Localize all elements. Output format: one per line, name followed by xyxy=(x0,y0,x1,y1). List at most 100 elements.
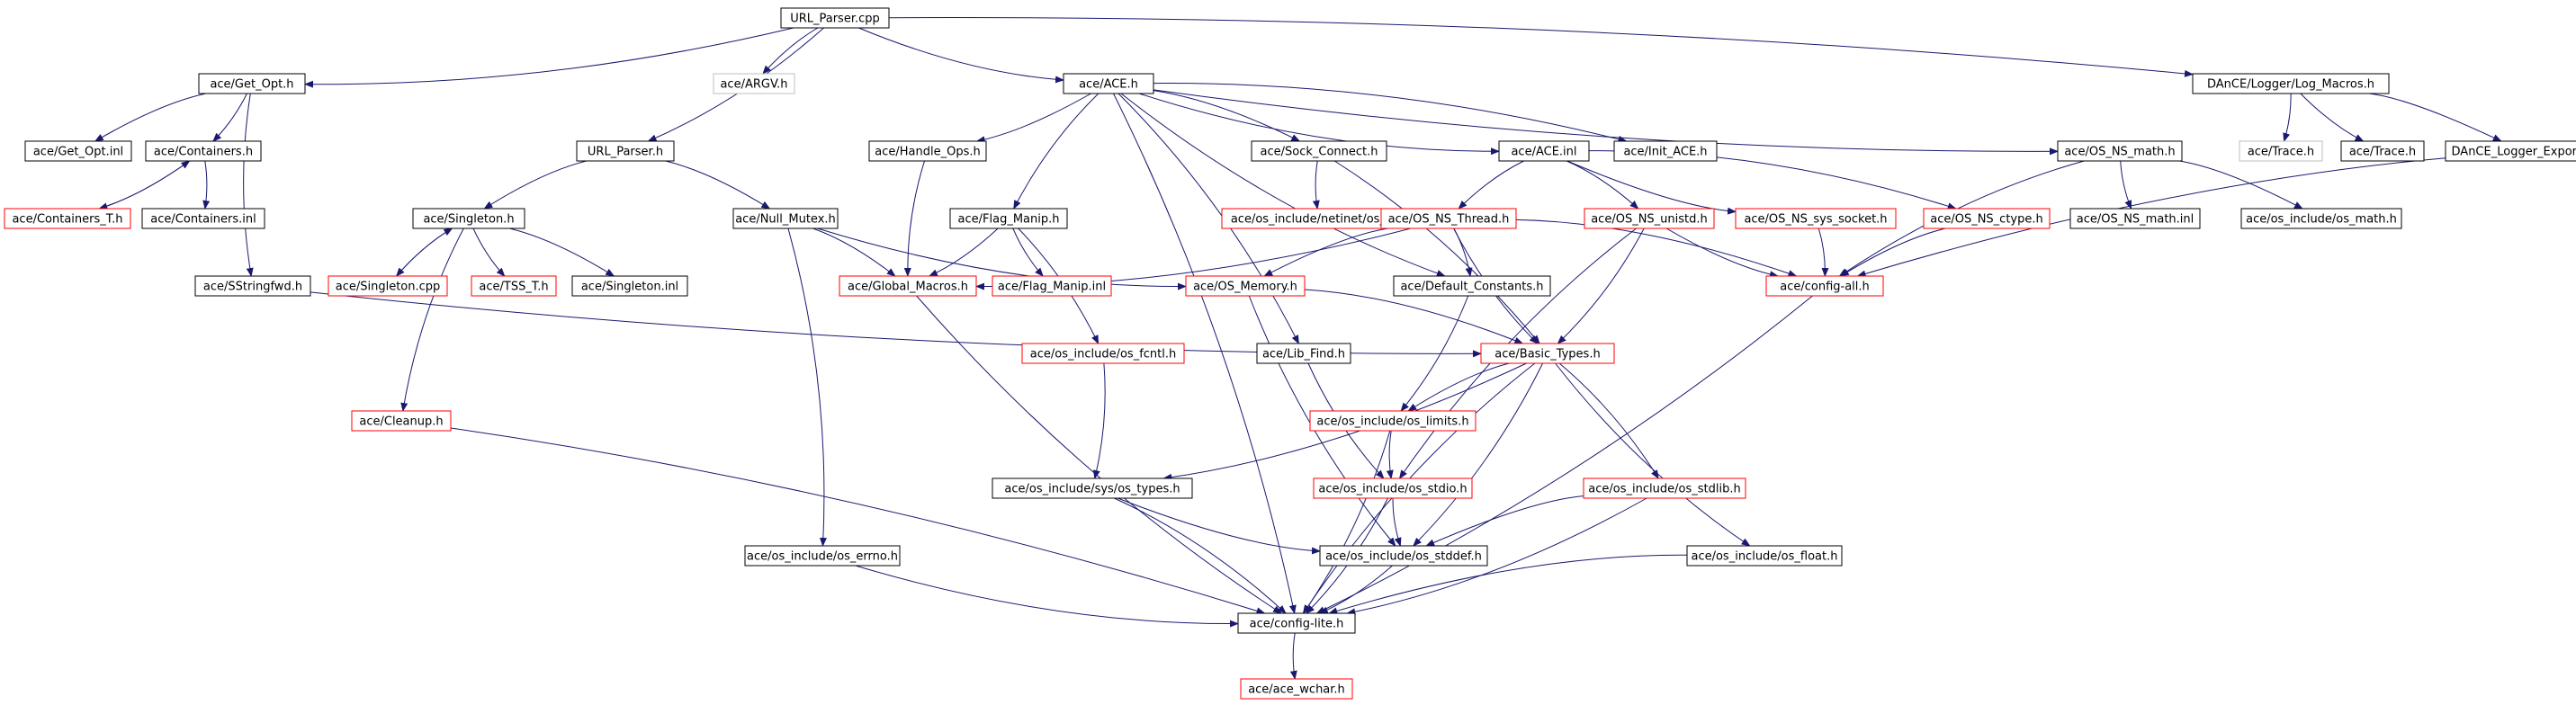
node-box-os_limits_h[interactable] xyxy=(1309,410,1476,432)
node-trace_h_ext[interactable]: ace/Trace.h xyxy=(2239,140,2323,162)
node-os_memory_h[interactable]: ace/OS_Memory.h xyxy=(1185,275,1306,297)
node-box-url_parser_cpp[interactable] xyxy=(780,7,890,29)
node-box-os_ns_sys_socket_h[interactable] xyxy=(1735,208,1897,229)
node-ace_inl[interactable]: ace/ACE.inl xyxy=(1498,140,1590,162)
node-box-singleton_inl[interactable] xyxy=(571,275,688,297)
node-box-os_float_h[interactable] xyxy=(1686,545,1843,567)
node-box-log_macros_h[interactable] xyxy=(2192,73,2390,94)
node-box-get_opt_inl[interactable] xyxy=(24,140,132,162)
node-cleanup_h[interactable]: ace/Cleanup.h xyxy=(351,410,452,432)
node-os_errno_h[interactable]: ace/os_include/os_errno.h xyxy=(744,545,901,567)
node-box-os_stdlib_h[interactable] xyxy=(1583,477,1746,499)
node-flag_manip_inl[interactable]: ace/Flag_Manip.inl xyxy=(992,275,1112,297)
node-os_float_h[interactable]: ace/os_include/os_float.h xyxy=(1686,545,1843,567)
node-box-null_mutex_h[interactable] xyxy=(732,208,839,229)
node-os_ns_math_inl[interactable]: ace/OS_NS_math.inl xyxy=(2069,208,2201,229)
node-box-handle_ops_h[interactable] xyxy=(868,140,987,162)
node-singleton_h[interactable]: ace/Singleton.h xyxy=(412,208,525,229)
node-box-lib_find_h[interactable] xyxy=(1256,343,1351,364)
node-box-os_ns_math_inl[interactable] xyxy=(2069,208,2201,229)
node-box-url_parser_h[interactable] xyxy=(576,140,675,162)
node-url_parser_cpp[interactable]: URL_Parser.cpp xyxy=(780,7,890,29)
node-box-trace_h[interactable] xyxy=(2340,140,2425,162)
node-sock_connect_h[interactable]: ace/Sock_Connect.h xyxy=(1251,140,1387,162)
node-os_ns_sys_socket_h[interactable]: ace/OS_NS_sys_socket.h xyxy=(1735,208,1897,229)
node-box-singleton_h[interactable] xyxy=(412,208,525,229)
node-box-tss_t_h[interactable] xyxy=(471,275,557,297)
node-box-os_ns_ctype_h[interactable] xyxy=(1923,208,2051,229)
node-box-get_opt_h[interactable] xyxy=(198,73,306,94)
node-box-os_math_h[interactable] xyxy=(2240,208,2402,229)
node-dance_logger_export_h[interactable]: DAnCE_Logger_Export.h xyxy=(2445,140,2576,162)
node-config_lite_h[interactable]: ace/config-lite.h xyxy=(1237,612,1356,634)
node-get_opt_h[interactable]: ace/Get_Opt.h xyxy=(198,73,306,94)
node-box-ace_h[interactable] xyxy=(1063,73,1154,94)
node-box-os_stdio_h[interactable] xyxy=(1313,477,1473,499)
node-box-os_stddef_h[interactable] xyxy=(1319,545,1488,567)
node-box-containers_t_h[interactable] xyxy=(4,208,131,229)
node-box-containers_h[interactable] xyxy=(145,140,262,162)
node-ace_argv_h[interactable]: ace/ARGV.h xyxy=(713,73,795,94)
node-box-config_lite_h[interactable] xyxy=(1237,612,1356,634)
node-os_stdlib_h[interactable]: ace/os_include/os_stdlib.h xyxy=(1583,477,1746,499)
node-box-sstringfwd_h[interactable] xyxy=(194,275,311,297)
node-containers_h[interactable]: ace/Containers.h xyxy=(145,140,262,162)
node-os_limits_h[interactable]: ace/os_include/os_limits.h xyxy=(1309,410,1476,432)
node-box-default_constants_h[interactable] xyxy=(1393,275,1551,297)
node-os_stdio_h[interactable]: ace/os_include/os_stdio.h xyxy=(1313,477,1473,499)
node-null_mutex_h[interactable]: ace/Null_Mutex.h xyxy=(732,208,839,229)
node-box-global_macros_h[interactable] xyxy=(839,275,977,297)
node-trace_h[interactable]: ace/Trace.h xyxy=(2340,140,2425,162)
node-os_ns_thread_h[interactable]: ace/OS_NS_Thread.h xyxy=(1380,208,1517,229)
node-config_all_h[interactable]: ace/config-all.h xyxy=(1765,275,1884,297)
node-singleton_cpp[interactable]: ace/Singleton.cpp xyxy=(328,275,448,297)
node-containers_t_h[interactable]: ace/Containers_T.h xyxy=(4,208,131,229)
node-box-init_ace_h[interactable] xyxy=(1613,140,1718,162)
node-singleton_inl[interactable]: ace/Singleton.inl xyxy=(571,275,688,297)
node-sstringfwd_h[interactable]: ace/SStringfwd.h xyxy=(194,275,311,297)
node-default_constants_h[interactable]: ace/Default_Constants.h xyxy=(1393,275,1551,297)
node-os_ns_math_h[interactable]: ace/OS_NS_math.h xyxy=(2057,140,2183,162)
node-box-cleanup_h[interactable] xyxy=(351,410,452,432)
node-url_parser_h[interactable]: URL_Parser.h xyxy=(576,140,675,162)
node-get_opt_inl[interactable]: ace/Get_Opt.inl xyxy=(24,140,132,162)
node-box-ace_wchar_h[interactable] xyxy=(1240,678,1353,700)
node-label-os_float_h: ace/os_include/os_float.h xyxy=(1691,550,1837,564)
node-box-config_all_h[interactable] xyxy=(1765,275,1884,297)
node-basic_types_h[interactable]: ace/Basic_Types.h xyxy=(1480,343,1615,364)
node-init_ace_h[interactable]: ace/Init_ACE.h xyxy=(1613,140,1718,162)
node-box-flag_manip_inl[interactable] xyxy=(992,275,1112,297)
node-os_stddef_h[interactable]: ace/os_include/os_stddef.h xyxy=(1319,545,1488,567)
node-box-containers_inl[interactable] xyxy=(141,208,265,229)
node-tss_t_h[interactable]: ace/TSS_T.h xyxy=(471,275,557,297)
node-log_macros_h[interactable]: DAnCE/Logger/Log_Macros.h xyxy=(2192,73,2390,94)
node-netinet_in_h[interactable]: ace/os_include/netinet/os_in.h xyxy=(1221,208,1417,229)
node-box-os_ns_thread_h[interactable] xyxy=(1380,208,1517,229)
node-os_fcntl_h[interactable]: ace/os_include/os_fcntl.h xyxy=(1021,343,1185,364)
node-containers_inl[interactable]: ace/Containers.inl xyxy=(141,208,265,229)
node-box-ace_argv_h[interactable] xyxy=(713,73,795,94)
node-box-flag_manip_h[interactable] xyxy=(949,208,1068,229)
node-box-sock_connect_h[interactable] xyxy=(1251,140,1387,162)
node-os_math_h[interactable]: ace/os_include/os_math.h xyxy=(2240,208,2402,229)
node-os_ns_unistd_h[interactable]: ace/OS_NS_unistd.h xyxy=(1584,208,1715,229)
node-box-os_ns_math_h[interactable] xyxy=(2057,140,2183,162)
node-box-trace_h_ext[interactable] xyxy=(2239,140,2323,162)
node-box-os_memory_h[interactable] xyxy=(1185,275,1306,297)
node-ace_wchar_h[interactable]: ace/ace_wchar.h xyxy=(1240,678,1353,700)
node-box-dance_logger_export_h[interactable] xyxy=(2445,140,2576,162)
node-handle_ops_h[interactable]: ace/Handle_Ops.h xyxy=(868,140,987,162)
node-flag_manip_h[interactable]: ace/Flag_Manip.h xyxy=(949,208,1068,229)
node-global_macros_h[interactable]: ace/Global_Macros.h xyxy=(839,275,977,297)
node-box-singleton_cpp[interactable] xyxy=(328,275,448,297)
node-box-basic_types_h[interactable] xyxy=(1480,343,1615,364)
node-ace_h[interactable]: ace/ACE.h xyxy=(1063,73,1154,94)
node-box-sys_os_types_h[interactable] xyxy=(992,477,1193,499)
node-os_ns_ctype_h[interactable]: ace/OS_NS_ctype.h xyxy=(1923,208,2051,229)
node-box-os_ns_unistd_h[interactable] xyxy=(1584,208,1715,229)
node-box-ace_inl[interactable] xyxy=(1498,140,1590,162)
node-sys_os_types_h[interactable]: ace/os_include/sys/os_types.h xyxy=(992,477,1193,499)
node-box-os_errno_h[interactable] xyxy=(744,545,901,567)
node-box-os_fcntl_h[interactable] xyxy=(1021,343,1185,364)
node-lib_find_h[interactable]: ace/Lib_Find.h xyxy=(1256,343,1351,364)
